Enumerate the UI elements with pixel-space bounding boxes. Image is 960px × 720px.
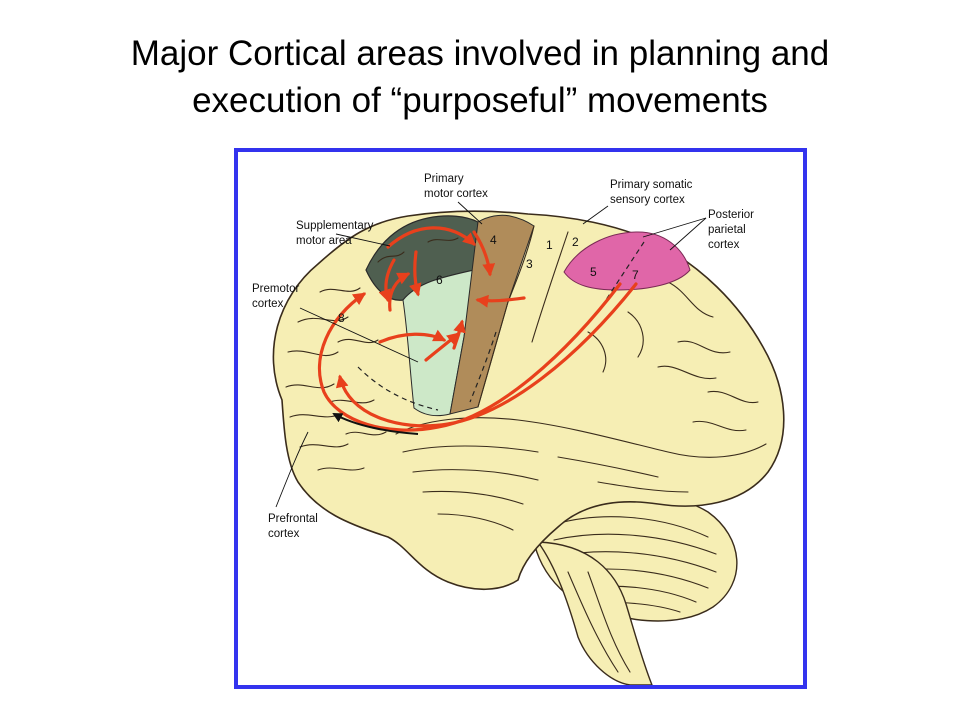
pathway-arrow-m1-local [472, 230, 496, 277]
label-premotor-line2: cortex [252, 298, 284, 310]
brainstem [536, 541, 653, 685]
label-prefrontal-line1: Prefrontal [268, 513, 318, 525]
label-primary-motor-line1: Primary [424, 173, 464, 185]
area-number-8: 8 [338, 311, 345, 325]
label-posterior-line1: Posterior [708, 209, 754, 221]
posterior-parietal-cortex-area [563, 231, 691, 291]
label-supplementary-line2: motor area [296, 235, 352, 247]
title-line-2: execution of “purposeful” movements [192, 81, 768, 120]
pathway-arrow-prefrontal-black [332, 413, 419, 435]
pathway-arrow-pm-to-sma [388, 272, 411, 312]
area-number-5: 5 [590, 265, 597, 279]
slide-title: Major Cortical areas involved in plannin… [0, 30, 960, 124]
brain-figure-frame: Primary motor cortex Primary somatic sen… [234, 148, 807, 689]
cerebellum-folia [553, 516, 717, 613]
area-number-3: 3 [526, 257, 533, 271]
area-number-7: 7 [632, 268, 639, 282]
label-primary-somatic-line1: Primary somatic [610, 179, 693, 191]
label-supplementary-line1: Supplementary [296, 220, 374, 232]
pathway-arrows [317, 226, 638, 432]
label-posterior-line3: cortex [708, 239, 740, 251]
label-leader-lines [275, 201, 707, 508]
pathway-arrow-pm-lower [378, 329, 447, 344]
label-primary-somatic-line2: sensory cortex [610, 194, 685, 206]
area-labels: Primary motor cortex Primary somatic sen… [252, 173, 754, 540]
primary-motor-cortex-area [449, 214, 535, 415]
pathway-arrow-sma-arc [386, 226, 476, 249]
pathway-arrow-s1-to-m1 [475, 294, 526, 308]
title-line-1: Major Cortical areas involved in plannin… [130, 34, 830, 73]
temporal-lobe-outline [395, 417, 767, 458]
cerebral-hemisphere [272, 210, 785, 591]
pathway-arrow-m1-up [452, 319, 466, 350]
brain-diagram: Primary motor cortex Primary somatic sen… [252, 173, 785, 685]
label-posterior-line2: parietal [708, 224, 746, 236]
area-number-2: 2 [572, 235, 579, 249]
label-prefrontal-line2: cortex [268, 528, 300, 540]
pathway-arrow-pm-to-m1 [424, 332, 460, 362]
label-primary-motor-line2: motor cortex [424, 188, 488, 200]
pathway-arrow-parietal-to-prefrontal [317, 282, 622, 432]
pathway-arrow-parietal-to-premotor [335, 282, 638, 428]
label-premotor-line1: Premotor [252, 283, 299, 295]
area-number-6: 6 [436, 273, 443, 287]
area-number-4: 4 [490, 233, 497, 247]
area-number-1: 1 [546, 238, 553, 252]
area-numbers: 1 2 3 4 5 6 7 8 [338, 233, 639, 325]
pathway-arrow-sma-to-pm [378, 258, 396, 303]
pathway-arrow-sma-down [409, 250, 422, 297]
